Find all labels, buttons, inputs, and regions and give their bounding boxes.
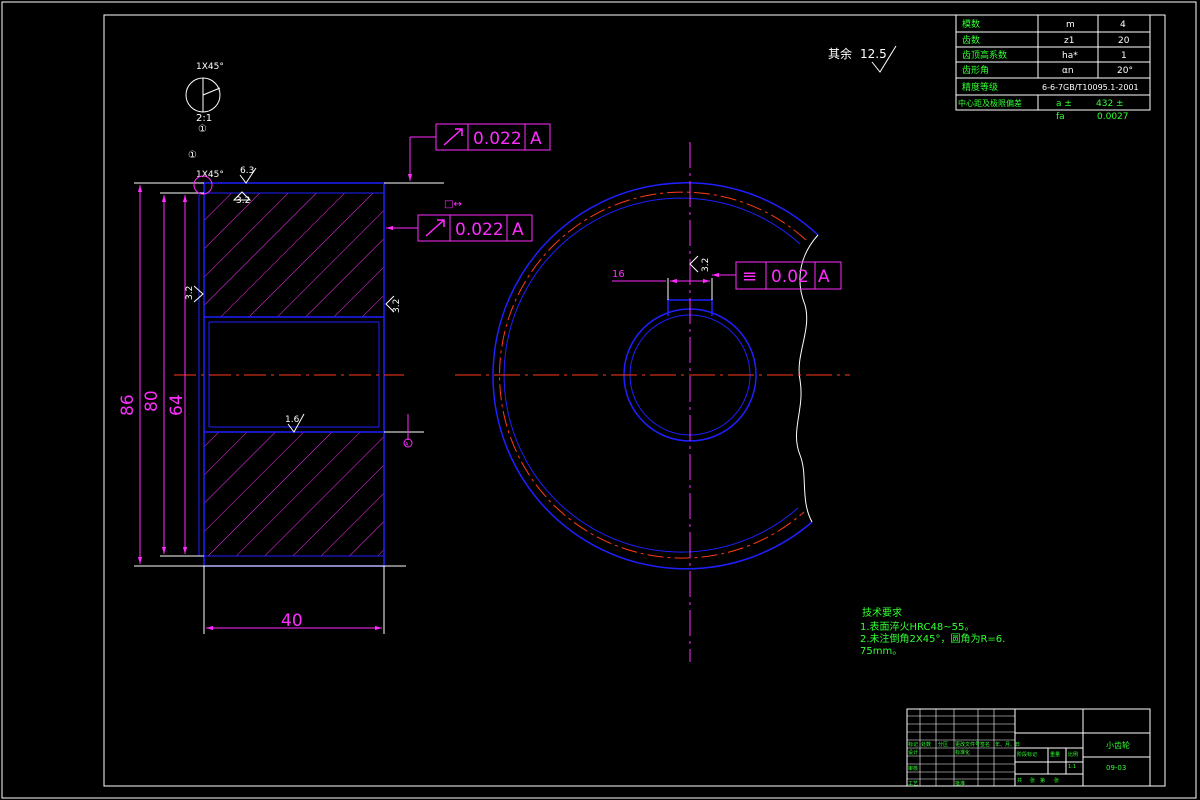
surface-rest-note: 其余 12.5: [828, 45, 897, 73]
detail-chamfer: 1X45°: [196, 62, 224, 72]
param-value-2: 20: [1118, 36, 1130, 46]
face-runout-arrow-icon: [425, 219, 445, 237]
section-chamfer: 1X45°: [196, 170, 224, 180]
tb-cell-6: 年、月、日: [995, 741, 1020, 748]
tb-cell-9: 阶段标记: [1017, 751, 1037, 758]
tb-cell-18: 张: [1054, 777, 1059, 784]
param-label-2: 齿数: [962, 34, 980, 46]
tb-cell-14: 批准: [955, 780, 965, 787]
tb-cell-5: 签名: [980, 741, 990, 748]
symmetry-tolerance-frame: ≡ 0.02 A: [712, 261, 842, 290]
tb-cell-2: 处数: [921, 741, 931, 748]
tb-cell-11: 比例: [1068, 751, 1078, 758]
tech-notes-line1: 1.表面淬火HRC48~55。: [860, 620, 974, 633]
roughness-bore-icon: [287, 413, 305, 433]
rough-bore: 1.6: [285, 415, 300, 425]
tb-cell-3: 分区: [938, 741, 948, 748]
param-center-value-1: 432 ±: [1096, 99, 1124, 109]
face-tolerance-note: □↔: [444, 199, 462, 210]
rough-face: 3.2: [236, 196, 250, 206]
tb-drawing-no: 09-03: [1106, 764, 1126, 772]
face-tolerance-frame: □↔ 0.022 A: [386, 199, 533, 242]
tb-cell-17: 第: [1040, 777, 1045, 784]
tb-cell-12: 审核: [908, 765, 918, 772]
face-tol-value: 0.022: [455, 220, 504, 240]
dim-86: 86: [118, 394, 138, 416]
tb-cell-16: 张: [1030, 777, 1035, 784]
roughness-right-icon: [385, 295, 395, 313]
face-tol-datum: A: [512, 220, 524, 240]
tb-part-name: 小齿轮: [1106, 740, 1130, 750]
tb-cell-1: 标记: [908, 741, 918, 748]
detail-view: 1X45° 2:1 ①: [185, 62, 224, 135]
tb-cell-15: 共: [1017, 777, 1022, 784]
param-label-3: 齿顶高系数: [962, 49, 1007, 61]
param-value-1: 4: [1120, 20, 1126, 30]
tech-notes-line3: 75mm。: [860, 646, 902, 657]
param-center-value-2: 0.0027: [1097, 112, 1129, 122]
runout-arrow-icon: [443, 128, 463, 146]
dim-80: 80: [142, 390, 162, 412]
roughness-face-icon: [232, 191, 252, 201]
key-roughness-icon: [689, 255, 699, 273]
tech-notes: 技术要求 1.表面淬火HRC48~55。 2.未注倒角2X45°，圆角为R=6.…: [860, 606, 1005, 657]
surface-rest-label: 其余: [828, 46, 852, 61]
param-symbol-4: αn: [1062, 66, 1074, 76]
tb-cell-13: 工艺: [908, 781, 918, 787]
break-line: [796, 234, 819, 523]
param-symbol-1: m: [1066, 20, 1075, 30]
tb-cell-8: 标准化: [955, 749, 970, 756]
key-rough: 3.2: [701, 258, 711, 272]
tb-cell-19: 1:1: [1068, 764, 1076, 770]
section-view: 86 80 64 40 ① 1X45° 6.3 3.2 3.2 3.2 1.6 …: [118, 123, 551, 634]
end-view: 16 3.2 ≡ 0.02 A: [455, 142, 850, 662]
param-value-4: 20°: [1117, 66, 1133, 76]
symmetry-value: 0.02: [771, 267, 809, 287]
param-symbol-2: z1: [1064, 36, 1074, 46]
runout-datum: A: [530, 129, 542, 149]
params-table: 模数 m 4 齿数 z1 20 齿顶高系数 ha* 1 齿形角 αn 20° 精…: [955, 14, 1151, 122]
roughness-check-icon: [871, 45, 897, 73]
tech-notes-line2: 2.未注倒角2X45°，圆角为R=6.: [860, 632, 1005, 645]
datum-label: A: [405, 442, 409, 448]
runout-tolerance-frame: 0.022 A: [407, 123, 551, 181]
param-accuracy-label: 精度等级: [962, 81, 998, 93]
param-center-label: 中心距及极限偏差: [958, 98, 1022, 108]
roughness-left-icon: [193, 285, 204, 303]
rough-right: 3.2: [392, 299, 402, 313]
symmetry-datum: A: [818, 267, 830, 287]
roughness-top-icon: [239, 167, 257, 184]
rough-top: 6.3: [240, 166, 254, 176]
dim-64: 64: [167, 394, 187, 416]
inner-frame: [103, 14, 1166, 787]
param-center-symbol-2: fa: [1056, 112, 1065, 122]
section-marker: ①: [188, 150, 197, 161]
tb-cell-10: 重量: [1050, 751, 1060, 758]
runout-value: 0.022: [473, 129, 522, 149]
param-symbol-3: ha*: [1062, 51, 1078, 61]
param-value-3: 1: [1121, 51, 1127, 61]
tech-notes-title: 技术要求: [862, 606, 902, 619]
symmetry-icon: ≡: [742, 266, 757, 287]
detail-marker: ①: [198, 124, 207, 135]
param-accuracy-value: 6-6-7GB/T10095.1-2001: [1042, 83, 1139, 92]
dim-40: 40: [281, 611, 303, 631]
rough-left: 3.2: [185, 286, 195, 300]
param-center-symbol-1: a ±: [1056, 99, 1072, 109]
surface-rest-value: 12.5: [860, 47, 887, 61]
tb-cell-7: 设计: [908, 749, 918, 756]
key-width-dim: 16: [612, 269, 625, 280]
param-label-4: 齿形角: [962, 64, 989, 76]
detail-scale: 2:1: [196, 113, 212, 124]
tb-cell-4: 更改文件号: [955, 741, 980, 748]
param-label-1: 模数: [962, 18, 980, 30]
title-block: 标记 处数 分区 更改文件号 签名 年、月、日 设计 标准化 阶段标记 重量 比…: [906, 708, 1151, 787]
